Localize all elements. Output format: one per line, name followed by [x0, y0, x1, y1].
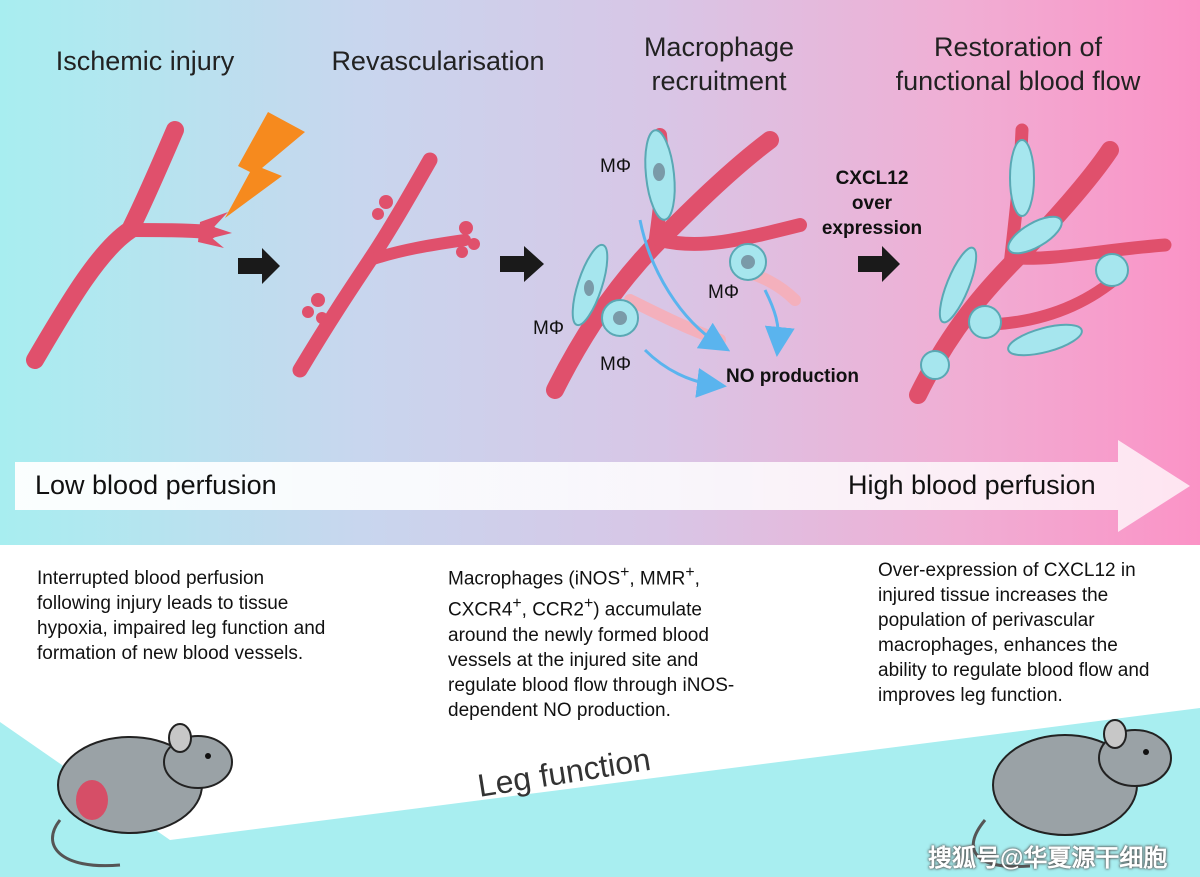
stage-arrow-2	[500, 246, 544, 282]
leg-function-wedge	[0, 708, 1200, 877]
injury-lightning-icon	[225, 112, 305, 218]
perivascular-macrophages	[920, 139, 1129, 380]
sprouts	[302, 195, 480, 324]
macrophage-label-top: MΦ	[600, 156, 631, 177]
description-right: Over-expression of CXCL12 in injured tis…	[878, 560, 1150, 706]
watermark: 搜狐号@华夏源干细胞	[928, 845, 1168, 872]
revascularised-vessel	[292, 152, 471, 378]
description-middle: Macrophages (iNOS+, MMR+, CXCR4+, CCR2+)…	[448, 564, 735, 721]
macrophage-label-right: MΦ	[708, 282, 739, 303]
stage-arrow-1	[238, 248, 280, 284]
macrophage-nuclei	[584, 163, 755, 325]
perfusion-arrow	[15, 440, 1190, 532]
stage-title-restoration: Restoration of functional blood flow	[895, 32, 1141, 96]
restored-vessels	[909, 123, 1172, 404]
stage-title-revascularisation: Revascularisation	[331, 46, 545, 76]
flow-arrows	[638, 219, 795, 398]
low-perfusion-label: Low blood perfusion	[35, 470, 277, 500]
mouse-recovered	[971, 719, 1172, 869]
description-left: Interrupted blood perfusion following in…	[37, 568, 326, 664]
high-perfusion-label: High blood perfusion	[848, 470, 1096, 500]
stage-title-macrophage-recruitment: Macrophage recruitment	[643, 32, 795, 96]
cxcl12-label: CXCL12 over expression	[821, 168, 923, 239]
macrophage-label-left: MΦ	[533, 318, 564, 339]
vessel-rupture	[198, 212, 232, 248]
no-production-label: NO production	[726, 366, 859, 387]
injured-vessel	[26, 121, 217, 369]
stage-title-ischemic-injury: Ischemic injury	[55, 46, 235, 76]
stage-arrow-3	[858, 246, 900, 282]
mouse-injured	[51, 723, 233, 868]
macrophage-label-bottom: MΦ	[600, 354, 631, 375]
injury-mark	[76, 780, 108, 820]
